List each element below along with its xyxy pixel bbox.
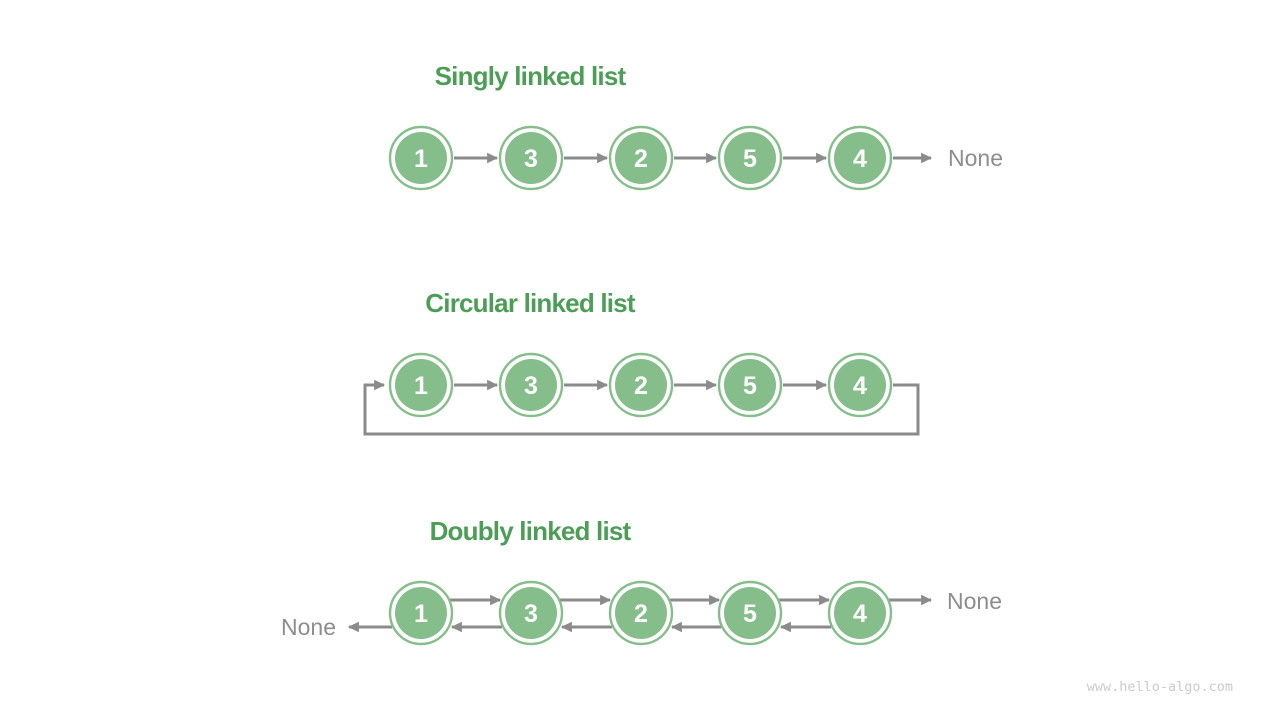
node-value: 1	[414, 372, 428, 400]
node-circle	[395, 587, 447, 639]
circular-linked-list-section: Circular linked list 1 3 2 5	[363, 288, 920, 436]
doubly-linked-list-section: Doubly linked list 1 3 2	[281, 516, 1002, 646]
node-value: 3	[524, 600, 538, 628]
circular-loop-arrow	[363, 379, 920, 436]
node-circle	[834, 359, 886, 411]
node-value: 5	[743, 600, 757, 628]
node-value: 2	[634, 600, 648, 628]
list-node: 2	[608, 580, 674, 646]
list-node: 4	[827, 125, 893, 191]
section-title-circular: Circular linked list	[425, 288, 636, 318]
node-value: 2	[634, 145, 648, 173]
node-value: 1	[414, 600, 428, 628]
node-value: 1	[414, 145, 428, 173]
node-circle	[505, 132, 557, 184]
node-circle	[505, 587, 557, 639]
list-node: 1	[388, 125, 454, 191]
list-node: 5	[717, 125, 783, 191]
section-title-singly: Singly linked list	[435, 61, 627, 91]
node-circle	[505, 359, 557, 411]
list-node: 4	[827, 580, 893, 646]
node-circle	[724, 587, 776, 639]
node-circle	[395, 132, 447, 184]
node-value: 3	[524, 145, 538, 173]
list-node: 4	[827, 352, 893, 418]
node-circle	[395, 359, 447, 411]
singly-linked-list-section: Singly linked list 1 3 2 5	[388, 61, 1003, 191]
list-node: 3	[498, 580, 564, 646]
list-node: 1	[388, 352, 454, 418]
none-label: None	[947, 588, 1002, 614]
section-title-doubly: Doubly linked list	[430, 516, 632, 546]
node-circle	[615, 359, 667, 411]
node-value: 4	[853, 372, 867, 400]
list-node: 3	[498, 125, 564, 191]
list-node: 1	[388, 580, 454, 646]
node-circle	[615, 132, 667, 184]
node-circle	[724, 132, 776, 184]
list-node: 2	[608, 352, 674, 418]
node-circle	[834, 132, 886, 184]
node-value: 3	[524, 372, 538, 400]
node-circle	[724, 359, 776, 411]
node-value: 4	[853, 600, 867, 628]
node-value: 5	[743, 372, 757, 400]
node-circle	[615, 587, 667, 639]
node-circle	[834, 587, 886, 639]
none-label: None	[948, 145, 1003, 171]
none-label: None	[281, 614, 336, 640]
watermark: www.hello-algo.com	[1087, 679, 1233, 695]
list-node: 5	[717, 580, 783, 646]
list-node: 3	[498, 352, 564, 418]
node-value: 5	[743, 145, 757, 173]
node-value: 2	[634, 372, 648, 400]
node-value: 4	[853, 145, 867, 173]
list-node: 5	[717, 352, 783, 418]
list-node: 2	[608, 125, 674, 191]
